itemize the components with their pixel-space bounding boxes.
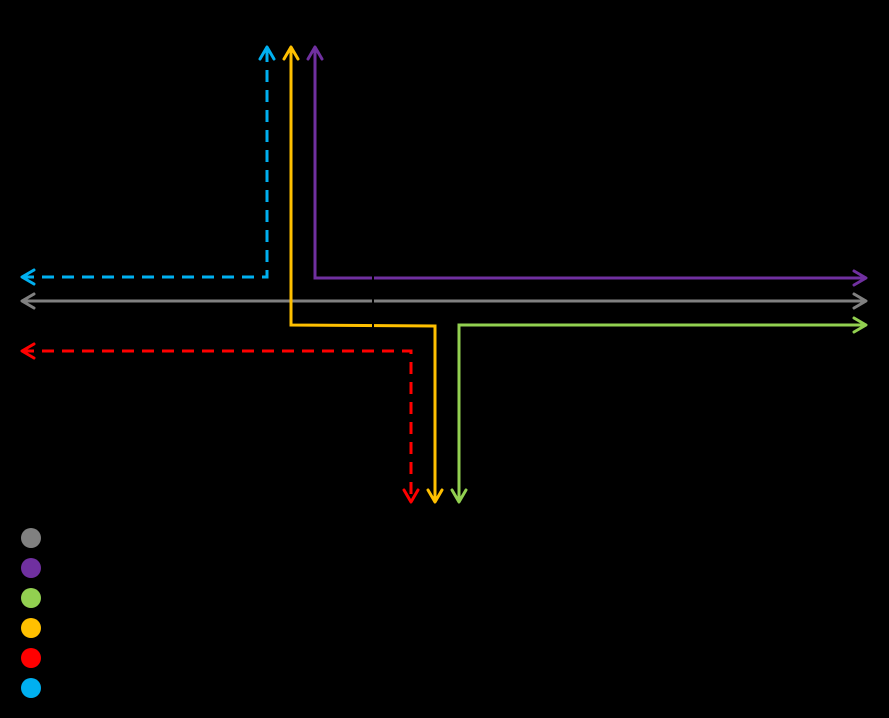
route-blue-arrowhead-left-icon	[20, 268, 36, 286]
route-gray-arrowhead-left-icon	[20, 292, 36, 310]
green-dot-icon	[21, 588, 41, 608]
route-gray-arrowhead-right-icon	[852, 292, 868, 310]
route-red-arrowhead-down-icon	[402, 488, 420, 504]
red-dot-icon	[21, 648, 41, 668]
route-green	[450, 316, 868, 504]
route-red-line	[22, 349, 413, 502]
route-purple-line	[313, 47, 866, 280]
route-green-arrowhead-down-icon	[450, 488, 468, 504]
route-red-arrowhead-left-icon	[20, 342, 36, 360]
route-gray	[20, 292, 868, 310]
route-blue-line	[22, 47, 269, 279]
route-purple-arrowhead-up-icon	[306, 45, 324, 61]
route-yellow-arrowhead-down-icon	[426, 488, 444, 504]
route-purple-arrowhead-right-icon	[852, 269, 868, 287]
route-yellow	[282, 45, 444, 504]
yellow-dot-icon	[21, 618, 41, 638]
route-blue-arrowhead-up-icon	[258, 45, 276, 61]
route-yellow-arrowhead-up-icon	[282, 45, 300, 61]
blue-dot-icon	[21, 678, 41, 698]
route-purple	[306, 45, 868, 287]
route-yellow-line	[289, 47, 437, 502]
route-blue	[20, 45, 276, 286]
route-lines	[20, 45, 868, 504]
route-red	[20, 342, 420, 504]
route-green-line	[457, 323, 866, 502]
legend	[21, 528, 41, 698]
route-green-arrowhead-right-icon	[852, 316, 868, 334]
purple-dot-icon	[21, 558, 41, 578]
gray-dot-icon	[21, 528, 41, 548]
